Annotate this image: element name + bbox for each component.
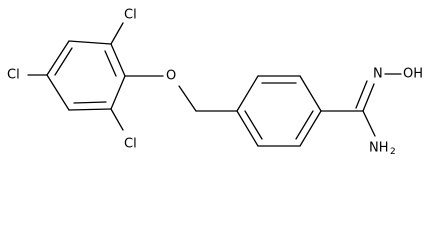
oxime-nitrogen-label: N	[373, 67, 383, 82]
bond-carbon-nitrogen-double-2	[355, 80, 368, 109]
bond-b1-b2	[236, 75, 259, 112]
double-bond-b6-b1	[244, 110, 263, 140]
bond-a6-a1	[110, 75, 126, 110]
bond-cl-top	[110, 22, 124, 45]
bond-a5-a6	[68, 108, 112, 111]
benzene-ring	[236, 75, 322, 147]
amine-subscript: 2	[390, 147, 396, 157]
bond-b4-b5	[299, 110, 322, 147]
double-bond-b4-b5	[295, 110, 314, 140]
double-bond-a5-a6	[73, 101, 107, 104]
hydroxyl-label: OH	[403, 67, 423, 82]
bond-b3-b4	[299, 75, 322, 112]
bond-a1-a2	[110, 43, 126, 77]
chemical-structure: Cl Cl Cl O N OH NH 2	[7, 8, 423, 158]
double-bond-a1-a2	[104, 50, 117, 77]
chlorine-top-label: Cl	[124, 8, 137, 23]
chlorine-left-label: Cl	[7, 68, 20, 83]
chlorine-bottom-label: Cl	[124, 137, 137, 152]
double-bond-a3-a4	[54, 47, 73, 76]
bond-carbon-amine	[362, 110, 376, 137]
bond-carbon-nitrogen-double-1	[362, 83, 375, 112]
trichlorophenyl-ring	[46, 40, 126, 111]
bond-a3-a4	[46, 40, 70, 76]
bond-b6-b1	[236, 110, 259, 147]
bond-oxygen-methylene	[178, 85, 197, 112]
bond-a4-a5	[46, 74, 70, 111]
amine-label: NH	[369, 141, 389, 156]
bond-cl-bottom	[110, 108, 124, 131]
bond-a2-a3	[68, 40, 112, 45]
ether-oxygen-label: O	[166, 69, 176, 84]
